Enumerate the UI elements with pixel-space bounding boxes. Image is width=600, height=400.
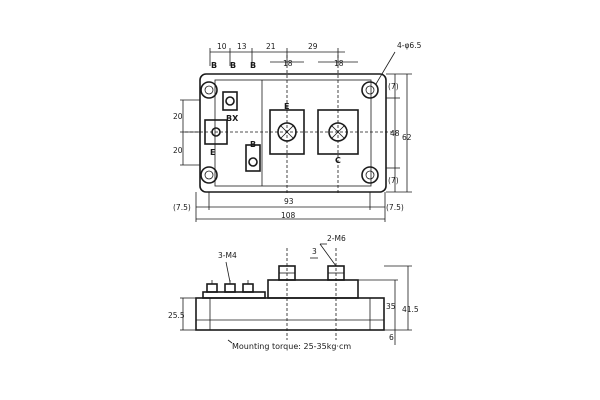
dim-35: 35 [386, 302, 396, 311]
top-view-outline [199, 73, 387, 193]
dim-7-bottom: (7) [388, 176, 399, 185]
dim-7-5-right: (7.5) [386, 203, 404, 212]
mounting-hole-top-left [200, 81, 218, 99]
pin-label-e-main: E [284, 102, 289, 111]
dim-18-left: 18 [283, 59, 293, 68]
terminal-b-lower [245, 144, 261, 172]
dim-7-5-left: (7.5) [173, 203, 191, 212]
label-3: 3 [312, 247, 317, 256]
dim-48: 48 [390, 129, 400, 138]
pin-label-b-lower: B [250, 140, 256, 149]
terminal-bx [222, 91, 238, 111]
dim-41-5: 41.5 [402, 305, 419, 314]
dim-6: 6 [389, 333, 394, 342]
dim-hole: 4-φ6.5 [397, 41, 422, 50]
label-3-m4: 3-M4 [218, 251, 237, 260]
dim-21: 21 [266, 42, 276, 51]
pin-label-b1: B [211, 61, 217, 70]
pin-label-bx: BX [226, 114, 239, 123]
dim-93: 93 [284, 197, 294, 206]
mounting-hole-bottom-left [200, 166, 218, 184]
pin-label-c-main: C [335, 156, 341, 165]
mounting-hole-top-right [361, 81, 379, 99]
dim-20-upper: 20 [173, 112, 183, 121]
dim-10: 10 [217, 42, 227, 51]
m4-terminal-1 [206, 280, 218, 293]
dim-25-5: 25.5 [168, 311, 185, 320]
pin-label-b3: B [250, 61, 256, 70]
side-view-small-terminals-block [202, 291, 266, 299]
pin-label-e-small: E [210, 148, 215, 157]
dim-7-top: (7) [388, 82, 399, 91]
dim-18-right: 18 [334, 59, 344, 68]
side-view: 3-M4 2-M6 3 25.5 35 41.5 6 Mounting torq… [168, 234, 419, 351]
dim-62: 62 [402, 133, 412, 142]
dim-20-lower: 20 [173, 146, 183, 155]
dim-108: 108 [281, 211, 296, 220]
dim-13: 13 [237, 42, 247, 51]
label-2-m6: 2-M6 [327, 234, 346, 243]
m4-terminal-3 [242, 280, 254, 293]
mounting-torque-caption: Mounting torque: 25-35kg·cm [232, 342, 351, 351]
side-view-housing [267, 279, 359, 299]
side-view-base [195, 297, 385, 331]
dim-29: 29 [308, 42, 318, 51]
top-view: 10 13 21 29 4-φ6.5 18 18 B B B BX E B E … [173, 41, 422, 222]
mounting-hole-bottom-right [361, 166, 379, 184]
pin-label-b2: B [230, 61, 236, 70]
top-view-inner-frame [214, 79, 372, 187]
